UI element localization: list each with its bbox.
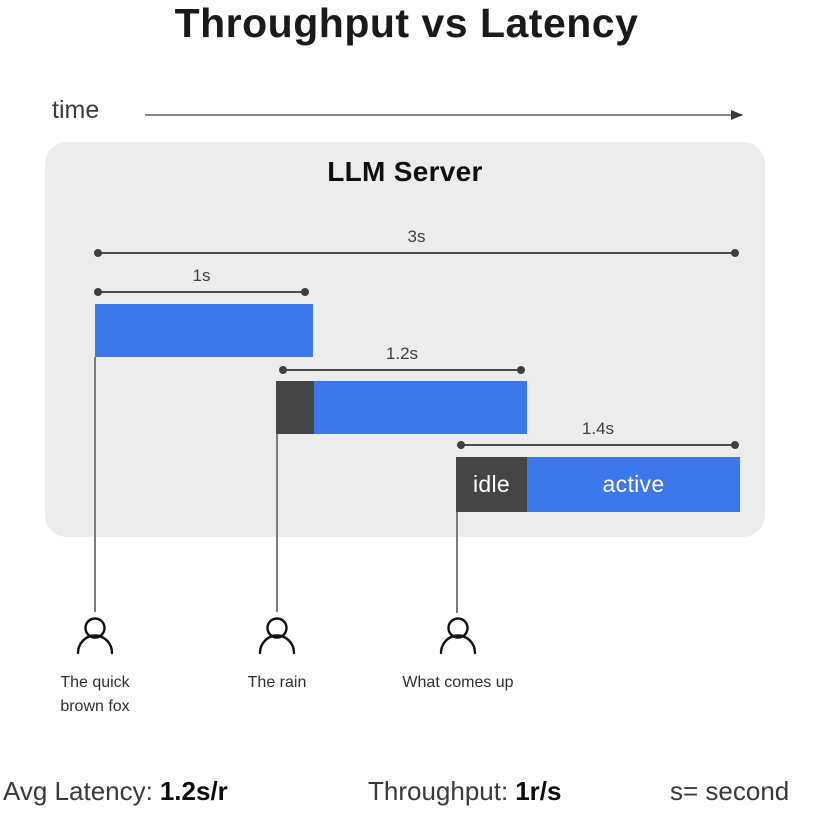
throughput-stat: Throughput:1r/s — [368, 776, 561, 807]
person-icon — [76, 617, 114, 655]
avg-latency-stat: Avg Latency:1.2s/r — [3, 776, 228, 807]
avg-latency-value: 1.2s/r — [159, 776, 228, 806]
user-2: The rain — [197, 617, 357, 695]
request1-active-segment — [95, 304, 313, 357]
user-2-prompt: The rain — [247, 674, 307, 691]
measure-total-label: 3s — [407, 227, 426, 246]
measure-request1-label: 1s — [192, 266, 211, 285]
request2-idle-segment — [276, 381, 314, 434]
connector-line-request3 — [456, 512, 458, 613]
time-axis-label: time — [52, 96, 100, 124]
measure-request3-1.4s: 1.4s — [457, 419, 739, 449]
user-3-prompt: What comes up — [402, 674, 514, 691]
throughput-value: 1r/s — [515, 776, 562, 806]
unit-note: s= second — [670, 776, 790, 806]
measure-total-3s: 3s — [94, 227, 739, 257]
request2-bar — [276, 381, 527, 434]
time-arrow-icon — [145, 110, 743, 120]
connector-line-request2 — [276, 434, 278, 612]
measure-request2-1.2s: 1.2s — [279, 344, 525, 374]
avg-latency-label: Avg Latency: — [3, 776, 153, 806]
user-1-prompt: The quick brown fox — [60, 674, 130, 715]
throughput-label: Throughput: — [368, 776, 509, 806]
arrowhead-icon — [731, 110, 743, 120]
request3-active-segment: active — [527, 457, 740, 512]
request1-bar — [95, 304, 313, 357]
user-1: The quick brown fox — [15, 617, 175, 719]
measure-request1-1s: 1s — [94, 266, 309, 296]
measure-request3-label: 1.4s — [581, 419, 615, 438]
measure-request2-label: 1.2s — [385, 344, 419, 363]
request3-bar: idle active — [456, 457, 740, 512]
request2-active-segment — [314, 381, 527, 434]
user-3: What comes up — [378, 617, 538, 695]
connector-line-request1 — [94, 357, 96, 612]
person-icon — [439, 617, 477, 655]
person-icon — [258, 617, 296, 655]
llm-server-title: LLM Server — [327, 156, 483, 187]
page-title: Throughput vs Latency — [174, 0, 639, 46]
request3-idle-segment: idle — [456, 457, 527, 512]
